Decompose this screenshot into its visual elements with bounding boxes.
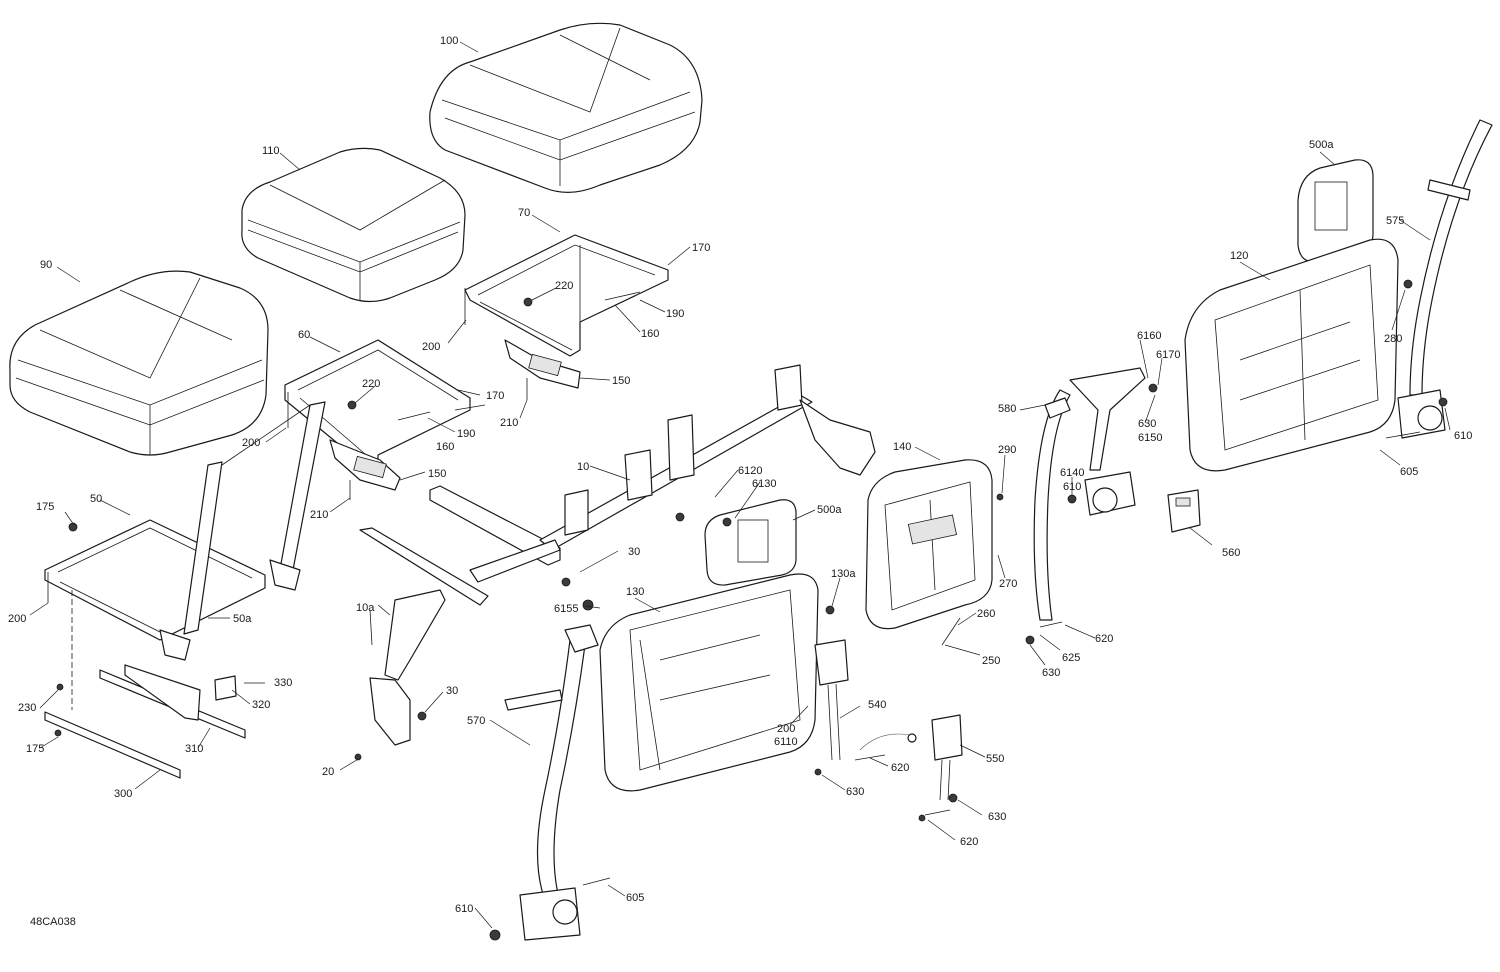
callout-6155: 6155 bbox=[554, 603, 578, 615]
slide-rail-300 bbox=[44, 711, 181, 779]
callout-570: 570 bbox=[467, 715, 485, 727]
callout-200a: 200 bbox=[422, 341, 440, 353]
fasteners bbox=[47, 279, 1448, 941]
callout-90: 90 bbox=[40, 259, 52, 271]
slide-rail-310 bbox=[99, 664, 246, 739]
callout-330: 330 bbox=[274, 677, 292, 689]
seat-cushion-90 bbox=[9, 270, 269, 456]
callout-130: 130 bbox=[626, 586, 644, 598]
callout-100: 100 bbox=[440, 35, 458, 47]
callout-625: 625 bbox=[1062, 652, 1080, 664]
callout-620-buckle540: 620 bbox=[891, 762, 909, 774]
seat-frame-50 bbox=[44, 401, 326, 661]
callout-300: 300 bbox=[114, 788, 132, 800]
leader-lines bbox=[29, 41, 1451, 929]
callout-6110: 6110 bbox=[774, 736, 798, 748]
callout-210b: 210 bbox=[310, 509, 328, 521]
seatbelt-570 bbox=[504, 624, 599, 941]
seatbelt-580 bbox=[1033, 367, 1146, 621]
callout-20: 20 bbox=[322, 766, 334, 778]
seat-frame-70 bbox=[464, 234, 669, 389]
callout-610-left: 610 bbox=[455, 903, 473, 915]
seatbelt-575 bbox=[1397, 119, 1493, 439]
callout-200b: 200 bbox=[242, 437, 260, 449]
callout-6160: 6160 bbox=[1137, 330, 1161, 342]
callout-50a: 50a bbox=[233, 613, 252, 625]
callout-220b: 220 bbox=[362, 378, 380, 390]
callout-30a: 30 bbox=[628, 546, 640, 558]
callout-6170: 6170 bbox=[1156, 349, 1180, 361]
callout-160a: 160 bbox=[641, 328, 659, 340]
callout-630-mid: 630 bbox=[1042, 667, 1060, 679]
callout-550: 550 bbox=[986, 753, 1004, 765]
callout-170a: 170 bbox=[692, 242, 710, 254]
callout-120: 120 bbox=[1230, 250, 1248, 262]
buckle-560 bbox=[1167, 489, 1201, 533]
callout-6140: 6140 bbox=[1060, 467, 1084, 479]
callout-70: 70 bbox=[518, 207, 530, 219]
callout-560: 560 bbox=[1222, 547, 1240, 559]
callout-220a: 220 bbox=[555, 280, 573, 292]
callout-200d: 200 bbox=[777, 723, 795, 735]
callout-160b: 160 bbox=[436, 441, 454, 453]
callout-6150: 6150 bbox=[1138, 432, 1162, 444]
callout-175a: 175 bbox=[36, 501, 54, 513]
callout-280: 280 bbox=[1384, 333, 1402, 345]
callout-110: 110 bbox=[262, 145, 280, 157]
callout-610-right: 610 bbox=[1454, 430, 1472, 442]
callout-150b: 150 bbox=[428, 468, 446, 480]
bracket-320 bbox=[214, 675, 237, 701]
callout-580: 580 bbox=[998, 403, 1016, 415]
callout-140: 140 bbox=[893, 441, 911, 453]
callout-210a: 210 bbox=[500, 417, 518, 429]
callout-620-mid: 620 bbox=[1095, 633, 1113, 645]
callout-10a: 10a bbox=[356, 602, 375, 614]
callout-630-buckle540: 630 bbox=[846, 786, 864, 798]
buckle-540 bbox=[814, 639, 917, 761]
callout-320: 320 bbox=[252, 699, 270, 711]
callout-610-mid: 610 bbox=[1063, 481, 1081, 493]
callout-labels: 100 110 90 70 60 170 170 220 220 190 190… bbox=[8, 35, 1472, 915]
callout-130a: 130a bbox=[831, 568, 856, 580]
seat-cushion-110 bbox=[241, 147, 466, 303]
callout-10: 10 bbox=[577, 461, 589, 473]
callout-630-right: 630 bbox=[1138, 418, 1156, 430]
callout-260: 260 bbox=[977, 608, 995, 620]
seat-cushion-100 bbox=[429, 22, 703, 193]
callout-500a-center: 500a bbox=[817, 504, 842, 516]
callout-575: 575 bbox=[1386, 215, 1404, 227]
callout-175b: 175 bbox=[26, 743, 44, 755]
callout-310: 310 bbox=[185, 743, 203, 755]
callout-630-buckle550: 630 bbox=[988, 811, 1006, 823]
callout-250: 250 bbox=[982, 655, 1000, 667]
callout-290: 290 bbox=[998, 444, 1016, 456]
cross-member-10 bbox=[359, 364, 876, 606]
callout-500a-right: 500a bbox=[1309, 139, 1334, 151]
callout-605-left: 605 bbox=[626, 892, 644, 904]
seat-back-140 bbox=[865, 459, 993, 630]
callout-6120: 6120 bbox=[738, 465, 762, 477]
callout-50: 50 bbox=[90, 493, 102, 505]
callout-230: 230 bbox=[18, 702, 36, 714]
callout-200c: 200 bbox=[8, 613, 26, 625]
callout-190b: 190 bbox=[457, 428, 475, 440]
callout-170b: 170 bbox=[486, 390, 504, 402]
callout-60: 60 bbox=[298, 329, 310, 341]
callout-540: 540 bbox=[868, 699, 886, 711]
callout-620-buckle550: 620 bbox=[960, 836, 978, 848]
callout-605-right: 605 bbox=[1400, 466, 1418, 478]
callout-190a: 190 bbox=[666, 308, 684, 320]
bracket-10a bbox=[369, 589, 446, 746]
callout-270: 270 bbox=[999, 578, 1017, 590]
buckle-550 bbox=[931, 714, 963, 801]
callout-30b: 30 bbox=[446, 685, 458, 697]
callout-150a: 150 bbox=[612, 375, 630, 387]
drawing-id: 48CA038 bbox=[30, 916, 76, 928]
callout-6130: 6130 bbox=[752, 478, 776, 490]
seat-back-120 bbox=[1184, 159, 1399, 472]
